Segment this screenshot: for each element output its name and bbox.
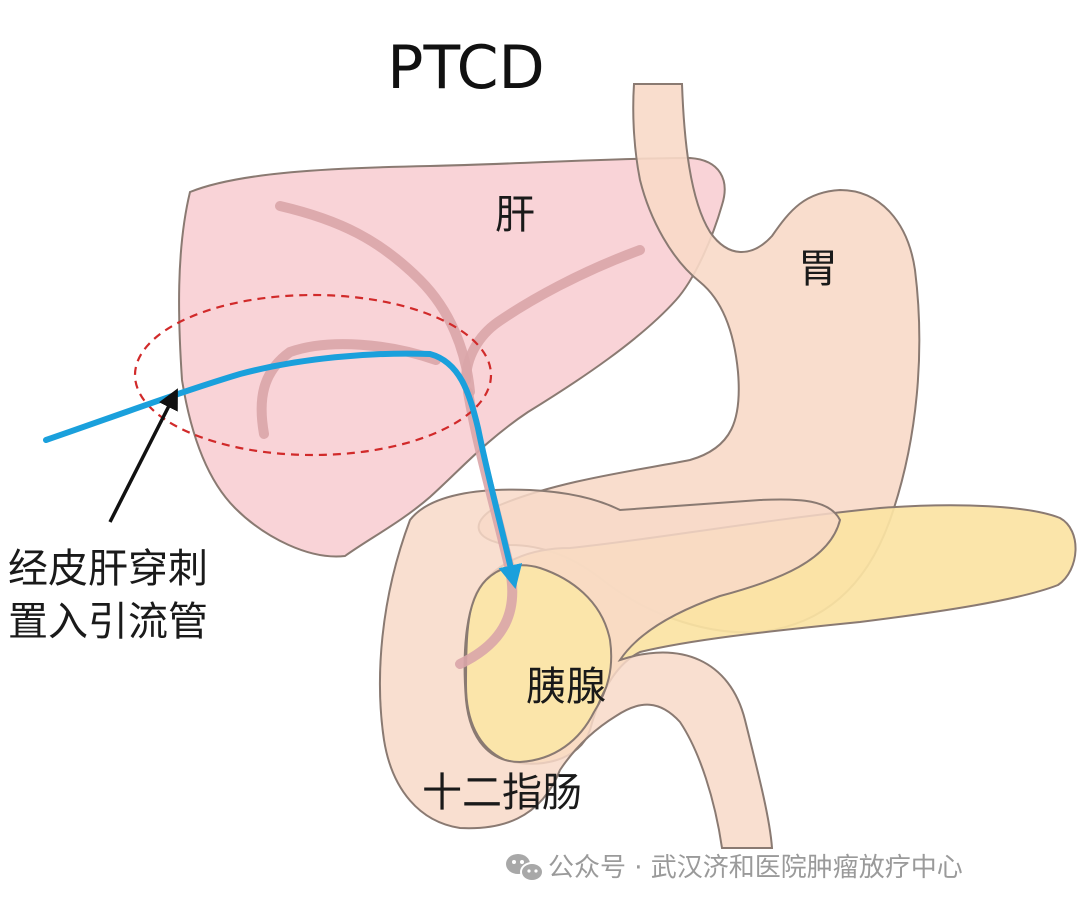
bile-duct-lower-branch [256,339,441,439]
watermark-text: 公众号 · 武汉济和医院肿瘤放疗中心 [548,853,963,883]
annotation-line-2: 置入引流管 [8,599,208,645]
liver-label: 肝 [495,192,535,238]
bile-duct-left-branch [461,245,645,385]
duodenum-shape [378,488,842,849]
page-title: PTCD [387,33,544,103]
pancreas-label: 胰腺 [526,664,606,710]
annotation-line-1: 经皮肝穿刺 [8,546,208,592]
stomach-label: 胃 [798,246,838,292]
liver-shape [178,156,726,558]
wechat-icon [506,854,544,882]
watermark: 公众号 · 武汉济和医院肿瘤放疗中心 [506,853,963,883]
duodenum-label: 十二指肠 [422,770,582,816]
annotation-arrow [108,388,178,523]
bile-duct-right-branch [275,201,475,397]
puncture-target-ellipse [133,293,493,457]
